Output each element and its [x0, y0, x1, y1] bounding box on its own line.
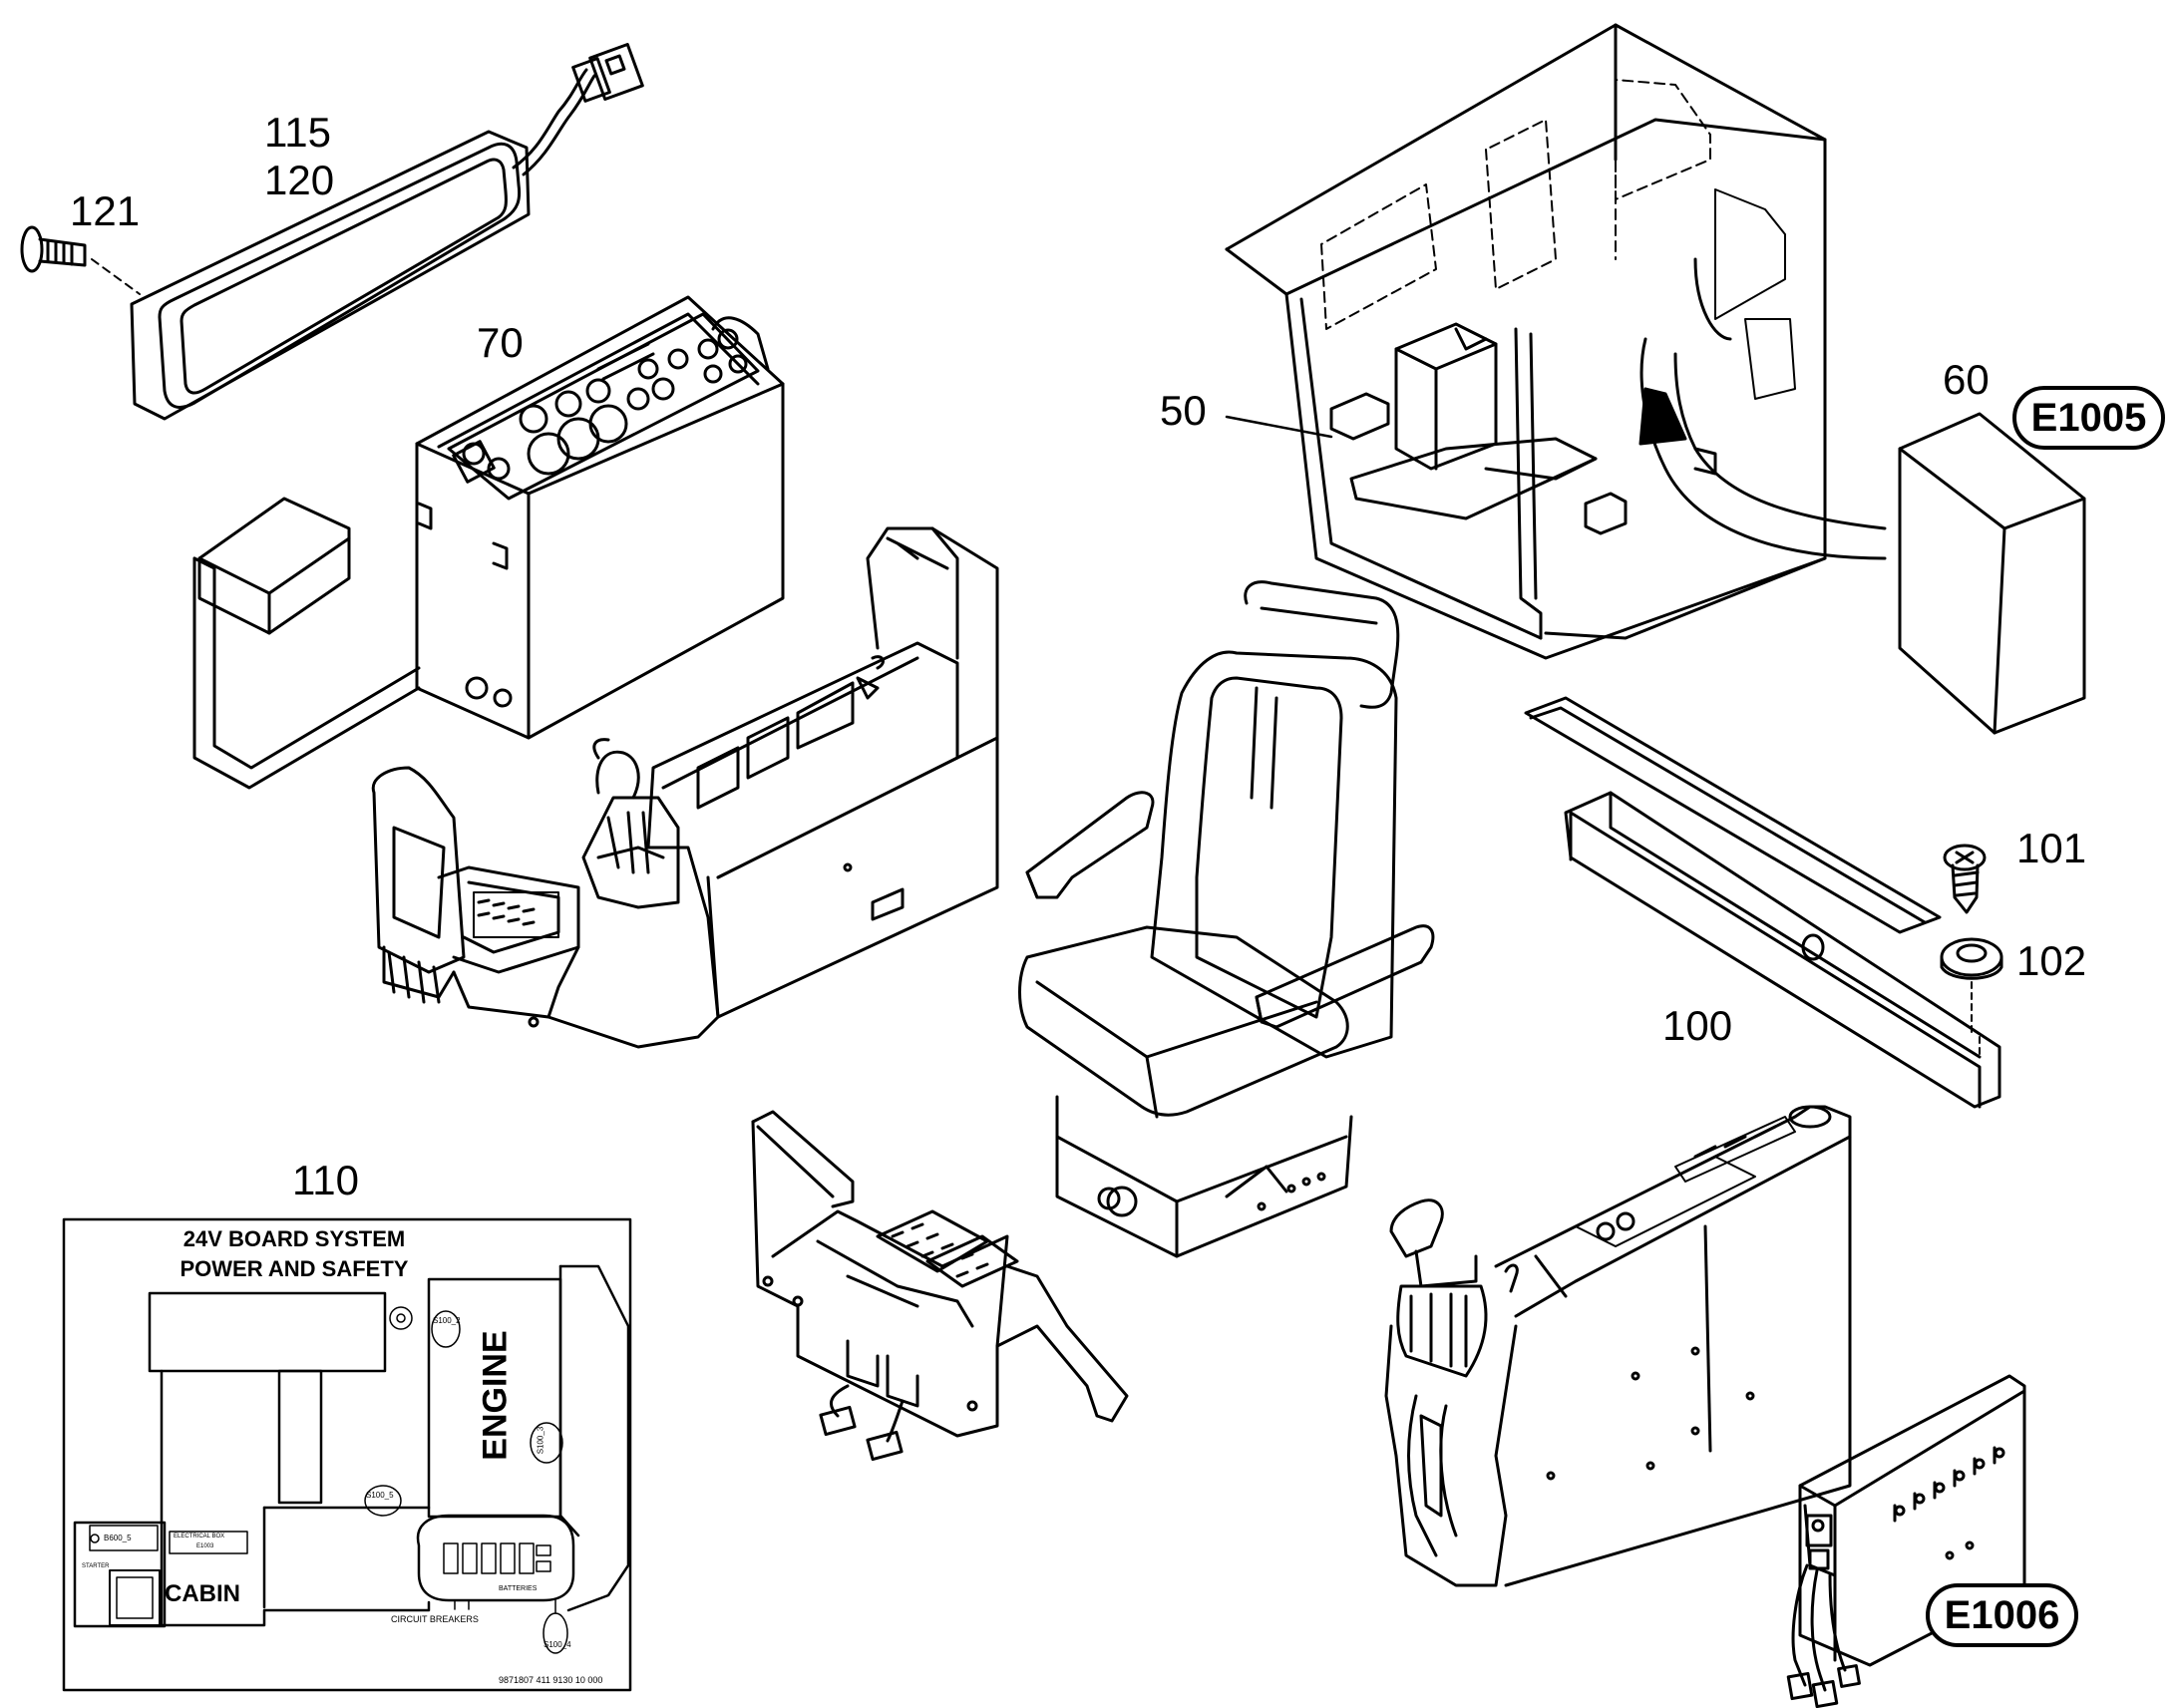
decal-s100-4: S100_4 [544, 1640, 571, 1649]
decal-starter: STARTER [82, 1563, 110, 1569]
callout-100: 100 [1662, 1002, 1733, 1049]
rail-100 [1524, 696, 2001, 1109]
operator-seat [1018, 580, 1435, 1258]
decal-s100-3: S100_3 [536, 1426, 545, 1455]
decal-title-line1: 24V BOARD SYSTEM [182, 1226, 406, 1251]
right-console [1384, 1105, 1852, 1587]
callout-121: 121 [70, 187, 141, 234]
lamp-115-120 [130, 42, 644, 421]
cabin-frame-50 [1225, 23, 1887, 660]
callout-110: 110 [292, 1157, 359, 1203]
callout-101: 101 [2016, 825, 2087, 871]
callout-102: 102 [2016, 937, 2087, 984]
decal-electrical-box: ELECTRICAL BOX [174, 1534, 225, 1539]
callout-120: 120 [264, 157, 335, 203]
decal-footer: 9871807 411 9130 10 000 [499, 1675, 603, 1685]
badge-e1005: E1005 [2012, 386, 2165, 450]
decal-circuit-breakers: CIRCUIT BREAKERS [391, 1614, 479, 1624]
callout-60: 60 [1943, 356, 1990, 403]
decal-electrical-box-code: E1003 [196, 1543, 214, 1549]
electrical-box-e1006 [1786, 1374, 2026, 1708]
pedal-assembly [751, 1110, 1129, 1462]
decal-110 [62, 1217, 632, 1692]
grommet-102 [1940, 937, 2003, 1038]
decal-s100-2: S100_2 [433, 1316, 461, 1325]
decal-title-line2: POWER AND SAFETY [180, 1256, 409, 1281]
badge-e1006: E1006 [1926, 1583, 2078, 1647]
left-console [371, 526, 999, 1049]
decal-b600-5: B600_5 [104, 1534, 132, 1542]
decal-s100-5: S100_5 [366, 1491, 394, 1500]
decal-engine-label: ENGINE [476, 1330, 515, 1461]
screw-121 [20, 225, 141, 295]
callout-70: 70 [477, 319, 524, 366]
decal-batteries: BATTERIES [499, 1585, 538, 1592]
decal-cabin-label: CABIN [165, 1580, 240, 1607]
callout-50: 50 [1160, 387, 1207, 434]
callout-115: 115 [264, 109, 331, 156]
control-box-70 [192, 295, 785, 790]
box-60 [1898, 412, 2086, 735]
screw-101 [1943, 844, 1987, 914]
